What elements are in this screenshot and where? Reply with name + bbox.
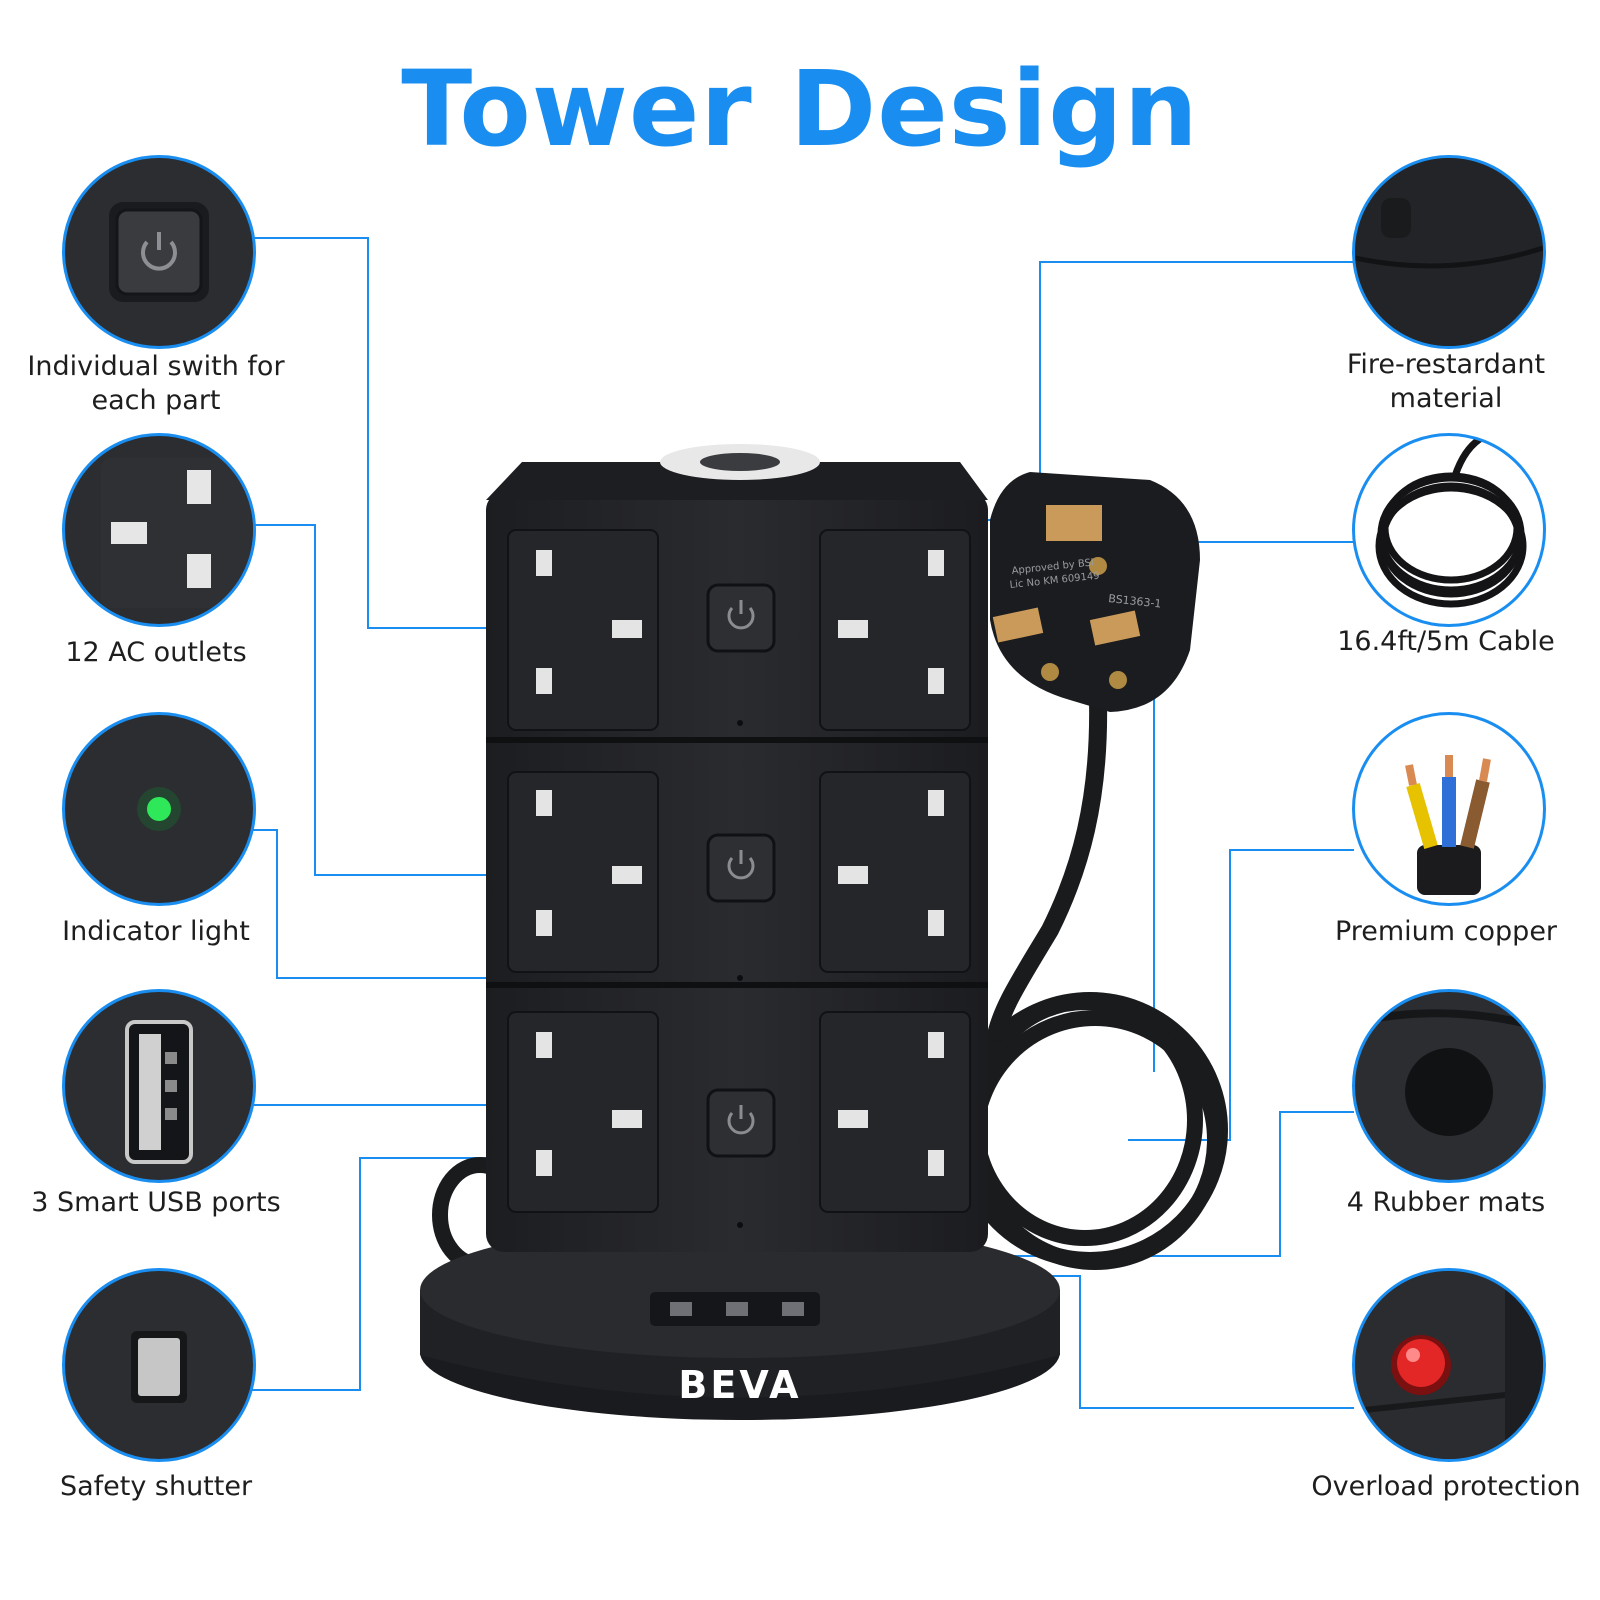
cable-lead bbox=[986, 699, 1108, 1042]
caption-shutter: Safety shutter bbox=[59, 1471, 253, 1502]
caption-usb: 3 Smart USB ports bbox=[31, 1187, 281, 1218]
rubber-mat-icon bbox=[1355, 1009, 1543, 1136]
tower-base: BEVA bbox=[420, 1222, 1060, 1420]
connector-outlets bbox=[250, 524, 638, 876]
feature-circle-indicator bbox=[62, 712, 256, 906]
feature-circle-copper bbox=[1352, 712, 1546, 906]
feature-circle-overload bbox=[1352, 1268, 1546, 1462]
socket-pins bbox=[536, 550, 944, 1176]
caption-overload: Overload protection bbox=[1311, 1471, 1581, 1502]
caption-outlets: 12 AC outlets bbox=[65, 637, 247, 668]
connector-copper bbox=[1128, 849, 1354, 1141]
material-closeup-icon bbox=[1355, 158, 1543, 346]
feature-circle-mats bbox=[1352, 989, 1546, 1183]
feature-circle-usb bbox=[62, 989, 256, 1183]
page-title: Tower Design bbox=[401, 48, 1199, 170]
plug-standard-text: BS1363-1 bbox=[1108, 592, 1162, 611]
connector-shutter bbox=[250, 1157, 520, 1391]
caption-cable: 16.4ft/5m Cable bbox=[1337, 626, 1555, 657]
indicator-light-icon bbox=[137, 787, 181, 831]
power-switch-icon bbox=[109, 202, 209, 302]
uk-socket-icon bbox=[101, 458, 253, 608]
safety-shutter-icon bbox=[131, 1331, 187, 1403]
feature-circle-material bbox=[1352, 155, 1546, 349]
feature-circle-cable bbox=[1352, 433, 1546, 627]
caption-copper: Premium copper bbox=[1334, 916, 1558, 947]
caption-indicator: Indicator light bbox=[62, 916, 250, 947]
brand-logo: BEVA bbox=[678, 1363, 801, 1407]
usb-port-icon bbox=[125, 1020, 193, 1164]
feature-circle-shutter bbox=[62, 1268, 256, 1462]
caption-mats: 4 Rubber mats bbox=[1346, 1187, 1546, 1218]
caption-material: Fire-restardant material bbox=[1346, 349, 1546, 414]
feature-circle-outlets bbox=[62, 433, 256, 627]
tier-switches bbox=[706, 583, 776, 1228]
caption-switch: Individual swith for each part bbox=[27, 351, 285, 416]
uk-plug: Approved by BSI Lic No KM 609149 BS1363-… bbox=[990, 472, 1200, 712]
overload-button-icon bbox=[1355, 1271, 1543, 1459]
copper-wires-icon bbox=[1405, 755, 1491, 895]
feature-circle-switch bbox=[62, 155, 256, 349]
cable-coil-icon bbox=[1375, 436, 1527, 608]
